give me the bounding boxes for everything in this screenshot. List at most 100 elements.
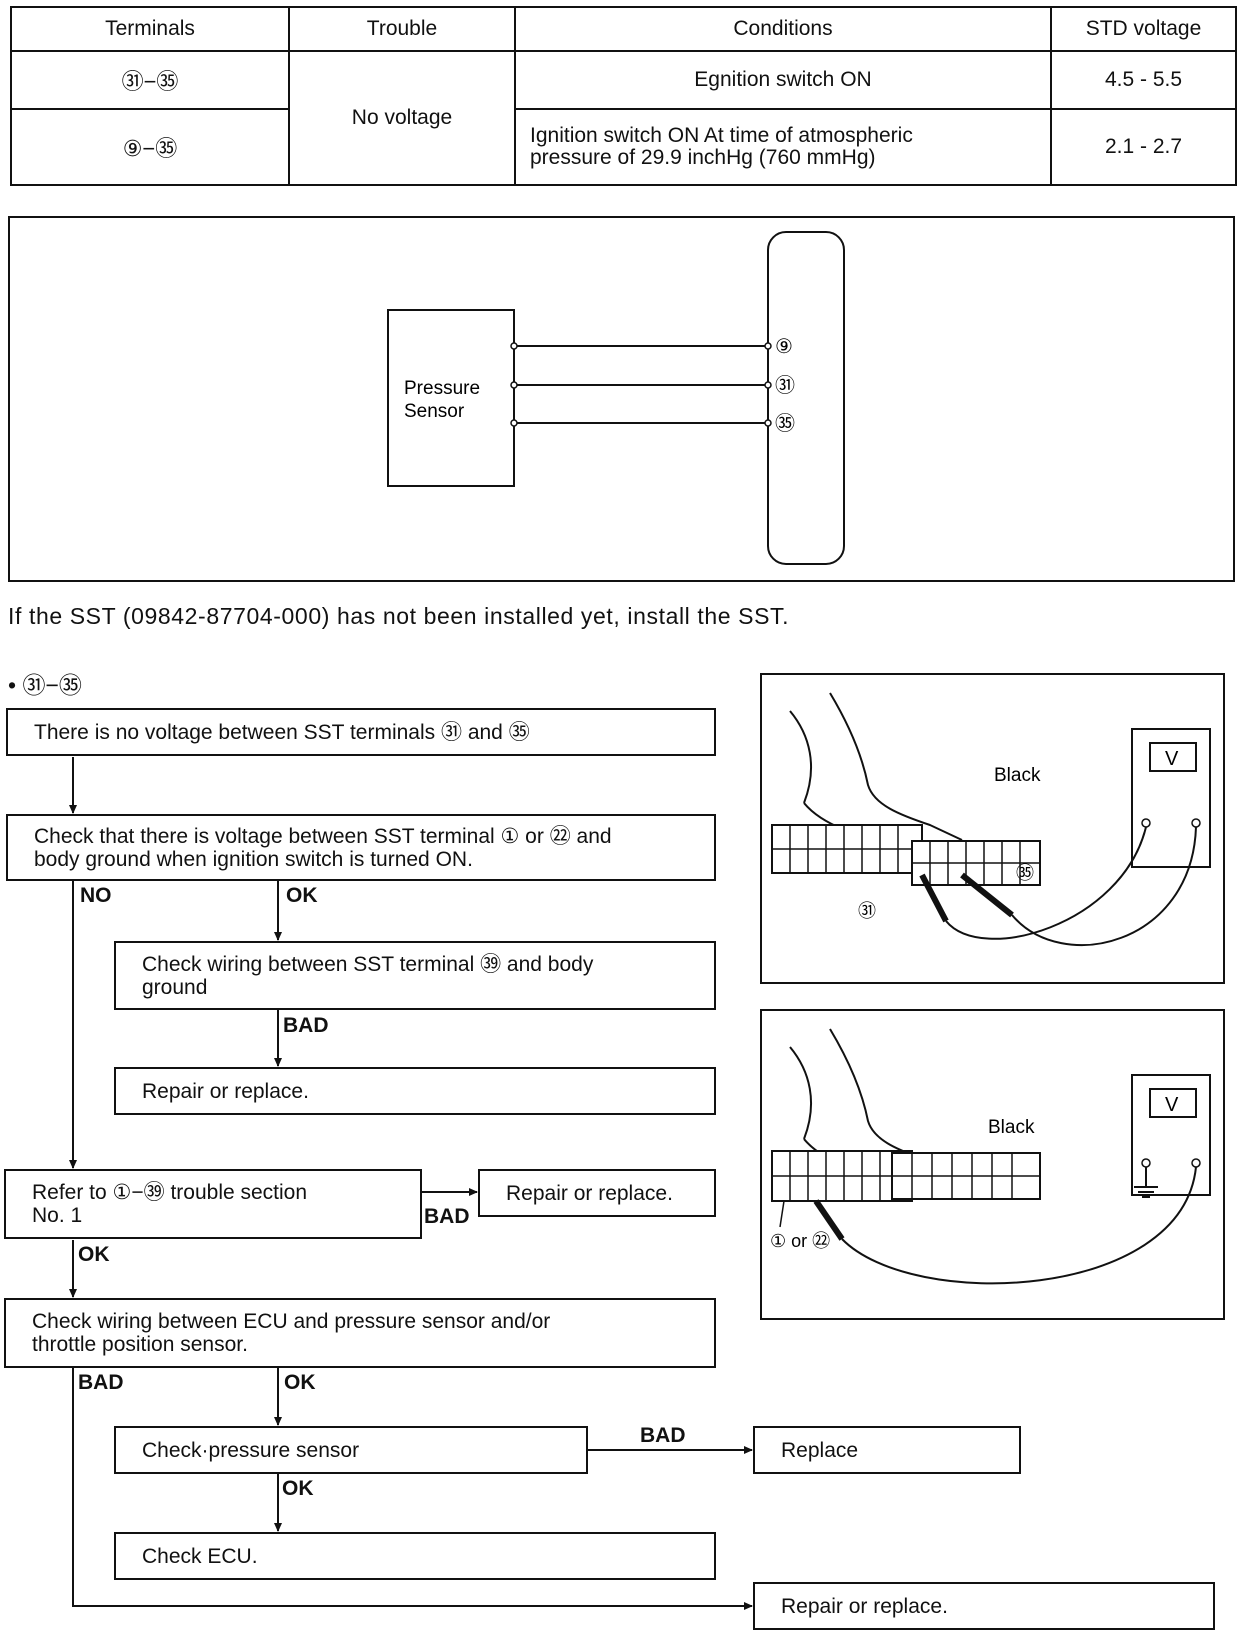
section-heading: • ㉛−㉟ xyxy=(8,672,82,698)
sensor-label-line2: Sensor xyxy=(404,401,465,422)
wire-color-label: Black xyxy=(994,765,1041,786)
cell-std-voltage: 2.1 - 2.7 xyxy=(1050,108,1237,186)
flow-step-check-wiring-39: Check wiring between SST terminal ㊴ and … xyxy=(114,941,716,1010)
table-header-row: Terminals Trouble Conditions STD voltage xyxy=(10,6,1237,52)
node xyxy=(764,419,772,427)
flow-step-text: Repair or replace. xyxy=(781,1594,948,1618)
cell-conditions: Egnition switch ON xyxy=(514,50,1052,110)
flow-step-check-voltage: Check that there is voltage between SST … xyxy=(6,814,716,881)
ground-symbol xyxy=(1134,1167,1158,1198)
probe xyxy=(919,873,949,923)
flow-step-no-voltage: There is no voltage between SST terminal… xyxy=(6,708,716,756)
flow-step-text: Repair or replace. xyxy=(142,1079,309,1103)
flow-step-replace: Replace xyxy=(753,1426,1021,1474)
connector-cells xyxy=(772,825,922,873)
voltmeter-label: V xyxy=(1165,1094,1179,1116)
meter-terminal xyxy=(1141,818,1151,828)
wire-color-label: Black xyxy=(988,1117,1035,1138)
illustration-terminal-1-22: V Black ① or ㉒ xyxy=(760,1009,1225,1320)
flow-step-repair: Repair or replace. xyxy=(114,1067,716,1115)
flow-step-repair: Repair or replace. xyxy=(478,1169,716,1217)
ecu-connector xyxy=(767,231,845,565)
flow-step-refer-section: Refer to ①−㊴ trouble section No. 1 xyxy=(4,1169,422,1239)
header-trouble: Trouble xyxy=(288,6,516,52)
connector-cells xyxy=(892,1153,1040,1199)
illustration-svg: V Black ① or ㉒ xyxy=(770,1028,1211,1285)
flow-step-check-ecu: Check ECU. xyxy=(114,1532,716,1580)
flow-step-text: No. 1 xyxy=(32,1204,83,1227)
flow-step-text: Check wiring between SST terminal ㊴ and … xyxy=(142,952,594,976)
table-row: ㉛−㉟ No voltage Egnition switch ON 4.5 - … xyxy=(10,50,1237,186)
label-bad: BAD xyxy=(283,1014,329,1037)
label-bad: BAD xyxy=(424,1205,470,1228)
header-terminals: Terminals xyxy=(10,6,290,52)
node xyxy=(764,342,772,350)
node xyxy=(510,381,518,389)
label-ok: OK xyxy=(282,1477,314,1500)
meter-terminal xyxy=(1141,1158,1151,1168)
flow-step-text: Repair or replace. xyxy=(506,1181,673,1205)
pin-label-35: ㉟ xyxy=(775,412,795,435)
pin-label-1-or-22: ① or ㉒ xyxy=(770,1231,830,1251)
pin-label-31: ㉛ xyxy=(775,374,795,397)
wiring-diagram: Pressure Sensor ⑨ ㉛ ㉟ xyxy=(8,216,1235,582)
conditions-line: Ignition switch ON At time of atmospheri… xyxy=(530,124,913,147)
probe xyxy=(813,1199,845,1241)
table-row: ⑨−㉟ Ignition switch ON At time of atmosp… xyxy=(10,108,1237,186)
wiring-diagram-svg: Pressure Sensor ⑨ ㉛ ㉟ xyxy=(387,231,845,565)
flow-step-text: body ground when ignition switch is turn… xyxy=(34,847,473,871)
node xyxy=(510,419,518,427)
flow-step-check-pressure-sensor: Check·pressure sensor xyxy=(114,1426,588,1474)
header-conditions: Conditions xyxy=(514,6,1052,52)
flow-step-text: Check·pressure sensor xyxy=(142,1438,360,1462)
voltmeter-display xyxy=(1149,742,1197,772)
test-lead xyxy=(1011,826,1197,946)
flow-step-text: There is no voltage between SST terminal… xyxy=(34,720,530,744)
flow-step-check-ecu-wiring: Check wiring between ECU and pressure se… xyxy=(4,1298,716,1368)
label-bad: BAD xyxy=(640,1424,686,1447)
label-bad: BAD xyxy=(78,1371,124,1394)
sensor-label-line1: Pressure xyxy=(404,378,480,399)
test-lead xyxy=(945,826,1147,940)
flow-step-text: Check that there is voltage between SST … xyxy=(34,824,612,848)
test-lead xyxy=(841,1166,1197,1285)
flow-step-text: Refer to ①−㊴ trouble section xyxy=(32,1181,308,1204)
hand-outline xyxy=(789,692,963,841)
label-no: NO xyxy=(80,884,112,907)
flow-step-text: throttle position sensor. xyxy=(32,1333,248,1356)
flow-step-repair: Repair or replace. xyxy=(753,1582,1215,1630)
cell-terminals: ㉛−㉟ xyxy=(10,50,290,110)
cell-terminals: ⑨−㉟ xyxy=(10,108,290,186)
illustration-terminal-31-35: V Black ㉛ ㉟ xyxy=(760,673,1225,984)
label-ok: OK xyxy=(284,1371,316,1394)
header-std-voltage: STD voltage xyxy=(1050,6,1237,52)
pin-label-9: ⑨ xyxy=(775,336,793,358)
label-ok: OK xyxy=(286,884,318,907)
flow-step-text: Check ECU. xyxy=(142,1544,258,1568)
flow-step-text: Check wiring between ECU and pressure se… xyxy=(32,1310,551,1333)
illustration-svg: V Black ㉛ ㉟ xyxy=(771,692,1211,946)
meter-terminal xyxy=(1191,1158,1201,1168)
spec-table: Terminals Trouble Conditions STD voltage… xyxy=(10,6,1237,186)
cell-std-voltage: 4.5 - 5.5 xyxy=(1050,50,1237,110)
pin-label-31: ㉛ xyxy=(858,901,876,921)
pointer-line xyxy=(779,1200,785,1228)
node xyxy=(510,342,518,350)
node xyxy=(764,381,772,389)
pin-label-35: ㉟ xyxy=(1016,863,1034,883)
cell-conditions: Ignition switch ON At time of atmospheri… xyxy=(514,108,1052,186)
label-ok: OK xyxy=(78,1243,110,1266)
flow-step-text: ground xyxy=(142,975,208,999)
cell-trouble: No voltage xyxy=(288,50,516,186)
conditions-line: pressure of 29.9 inchHg (760 mmHg) xyxy=(530,146,876,169)
meter-terminal xyxy=(1191,818,1201,828)
install-note: If the SST (09842-87704-000) has not bee… xyxy=(8,603,790,629)
pressure-sensor-box xyxy=(387,309,515,487)
arrow-bad xyxy=(72,1368,753,1610)
connector-cells xyxy=(912,841,1040,885)
flow-step-text: Replace xyxy=(781,1438,859,1462)
connector-cells xyxy=(772,1151,912,1201)
voltmeter-display xyxy=(1149,1088,1197,1118)
voltmeter-label: V xyxy=(1165,748,1179,770)
